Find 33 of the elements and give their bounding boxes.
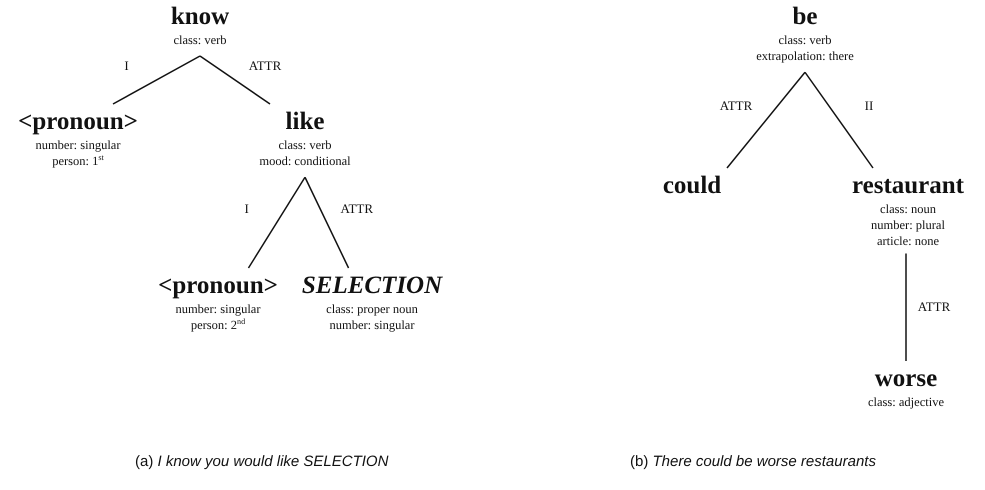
feature-text: extrapolation: there: [756, 48, 854, 64]
tree-branch-line: [905, 254, 907, 361]
feature-text: class: verb: [777, 32, 833, 48]
feature-text: number: plural: [870, 217, 946, 234]
tree-branch-line: [112, 55, 200, 105]
feature-text: class: verb: [172, 32, 228, 48]
word-label: know: [170, 3, 230, 32]
word-label: restaurant: [852, 172, 964, 201]
feature-text: article: none: [876, 233, 940, 250]
feature-text: person: 2$^{nd}$: [190, 317, 246, 334]
tree-branch-line: [804, 72, 874, 168]
feature-text: number: singular: [34, 136, 122, 153]
feature-text: class: proper noun: [325, 300, 419, 317]
word-label: could: [662, 172, 722, 201]
feature-text: mood: conditional: [259, 153, 351, 170]
tree-branch-line: [248, 176, 306, 268]
caption: (a) I know you would like SELECTION: [135, 453, 388, 470]
tree-branch-line: [200, 55, 270, 105]
feature-text: class: verb: [277, 136, 333, 153]
word-label: like: [284, 108, 326, 137]
tree-branch-line: [726, 72, 806, 168]
caption: (b) There could be worse restaurants: [630, 453, 876, 470]
word-label: be: [792, 3, 818, 32]
word-label: worse: [874, 365, 938, 394]
word-label: <pronoun>: [18, 108, 138, 137]
word-label: SELECTION: [302, 272, 442, 301]
feature-text: number: singular: [174, 300, 262, 317]
feature-text: class: noun: [879, 200, 937, 217]
feature-text: person: 1$^{st}$: [51, 153, 105, 170]
tree-branch-line: [304, 176, 350, 268]
feature-text: number: singular: [328, 317, 416, 334]
feature-text: class: adjective: [868, 394, 944, 410]
word-label: <pronoun>: [158, 272, 278, 301]
